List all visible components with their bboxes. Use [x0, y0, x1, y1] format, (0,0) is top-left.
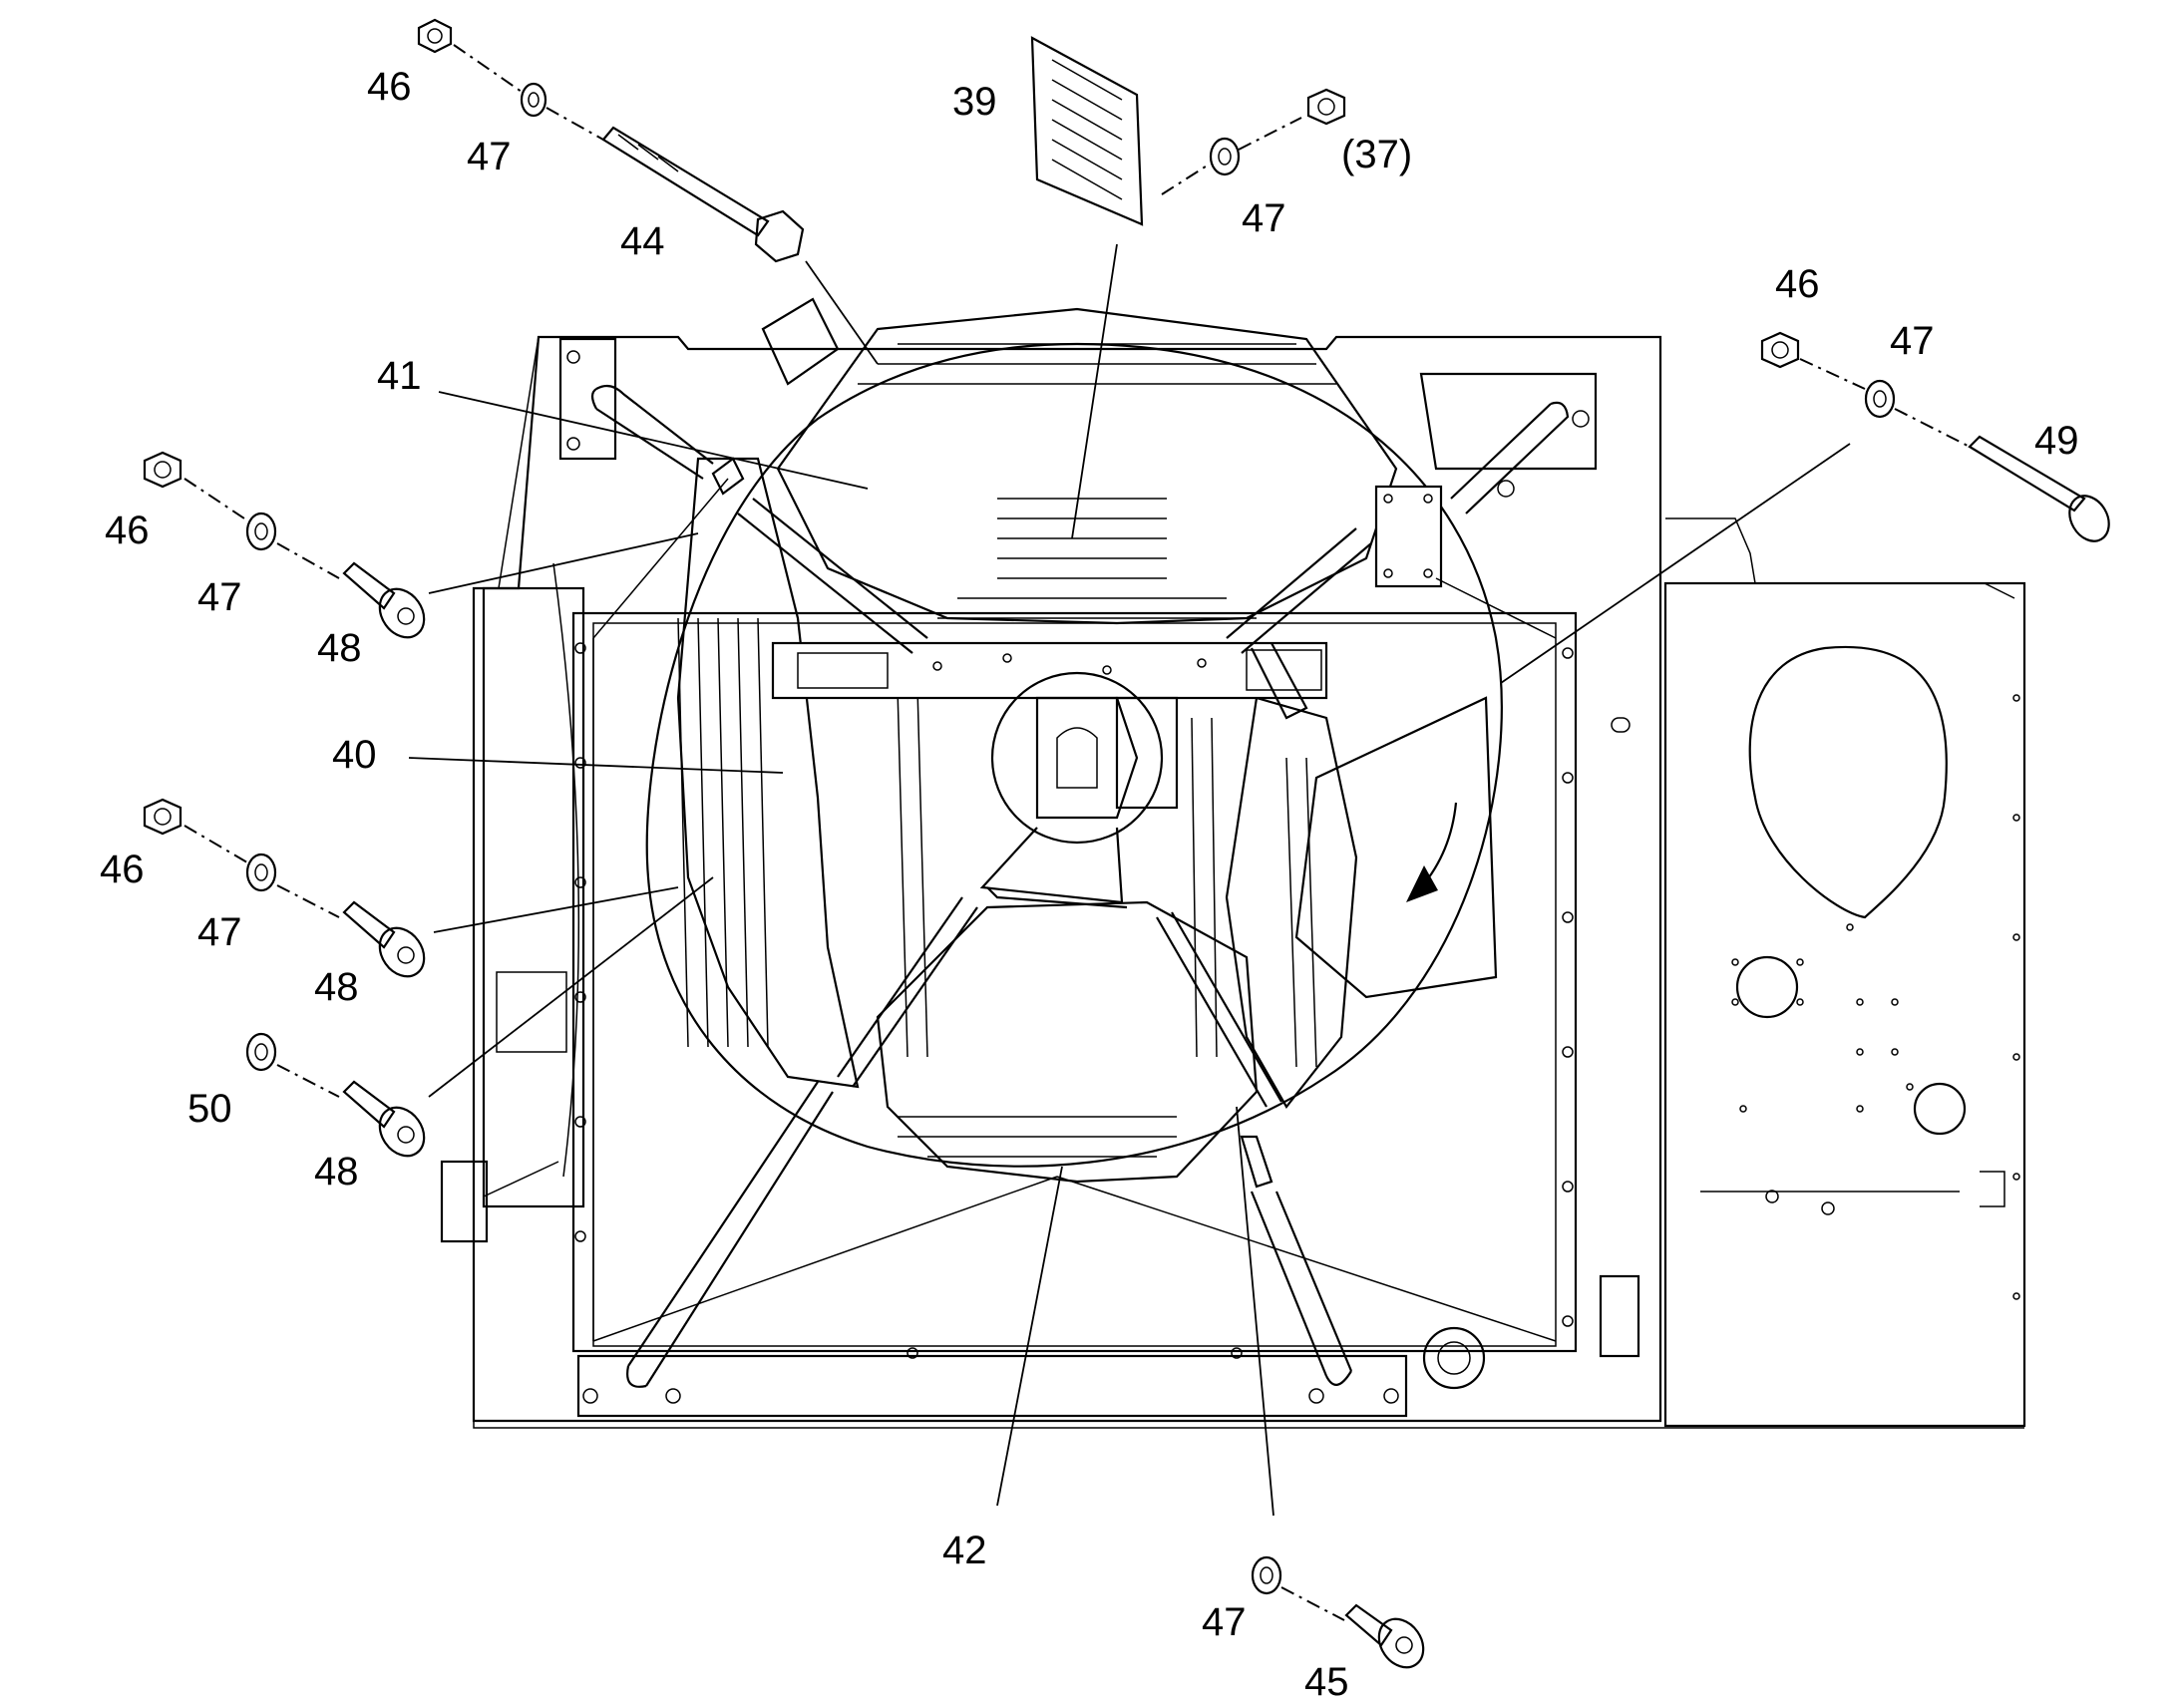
exploded-hardware [143, 18, 2110, 1669]
washer-47-icon [245, 853, 277, 892]
callout-41: 41 [377, 354, 422, 398]
callout-48: 48 [314, 1150, 359, 1194]
side-service-box [1663, 517, 2026, 1428]
callout-44: 44 [620, 219, 665, 263]
nut-37-icon [1306, 88, 1346, 126]
bolt-49-icon [1968, 435, 2110, 542]
callout-40: 40 [332, 733, 377, 777]
callout-47: 47 [467, 135, 512, 178]
leader-lines [408, 391, 1063, 1507]
callout-46: 46 [367, 65, 412, 109]
washer-47-icon [1209, 137, 1241, 176]
callout-48: 48 [317, 626, 362, 670]
nut-46-icon [1760, 331, 1800, 369]
washer-47-icon [1251, 1555, 1282, 1595]
screw-45-icon [1344, 1603, 1425, 1669]
mounting-arms [590, 384, 1570, 1388]
blade-embossing [677, 343, 1336, 1158]
screw-48-icon [342, 561, 426, 639]
fan-motor-assembly [711, 297, 1443, 1189]
callout-47: 47 [197, 910, 242, 954]
callout-48: 48 [314, 965, 359, 1009]
grill-39-icon [1030, 36, 1144, 226]
callout-47: 47 [1242, 196, 1286, 240]
screw-48-icon [342, 1080, 426, 1158]
washer-50-icon [245, 1032, 277, 1072]
callout-42: 42 [942, 1529, 987, 1572]
nut-46-icon [143, 798, 182, 836]
bolt-44-icon [601, 126, 805, 263]
washer-47-icon [245, 512, 277, 551]
screw-48-icon [342, 900, 426, 978]
callout-46: 46 [105, 509, 150, 552]
callout-46: 46 [1775, 262, 1820, 306]
callout-45: 45 [1304, 1660, 1349, 1704]
frame-bolts [574, 642, 1574, 1327]
callout-47: 47 [197, 575, 242, 619]
callout-47: 47 [1202, 1600, 1247, 1644]
callout-39: 39 [952, 80, 997, 124]
callout-49: 49 [2034, 419, 2079, 463]
callout-labels: 39 46 47 44 47 (37) 46 47 49 41 46 47 48… [100, 65, 2079, 1704]
fan-shroud-disc [645, 307, 1503, 1184]
housing-frame [440, 335, 2024, 1429]
washer-47-icon [1864, 379, 1896, 419]
nut-46-icon [417, 18, 453, 54]
callout-37: (37) [1341, 133, 1412, 176]
nut-46-icon [143, 451, 182, 489]
callout-50: 50 [187, 1087, 232, 1131]
callout-47: 47 [1890, 319, 1935, 363]
callout-46: 46 [100, 848, 145, 891]
washer-47-icon [520, 82, 547, 118]
